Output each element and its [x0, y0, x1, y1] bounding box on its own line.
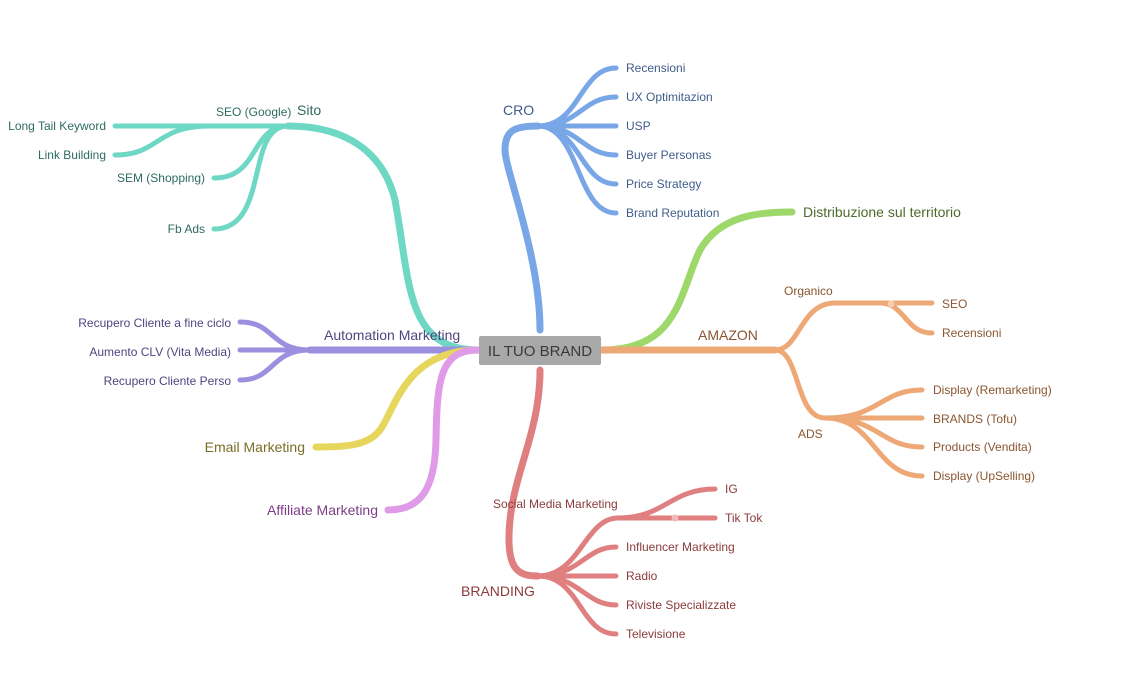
node-sem[interactable]: SEM (Shopping): [117, 171, 205, 185]
branch-email: [312, 346, 482, 451]
node-sito[interactable]: Sito: [297, 102, 321, 118]
node-branding[interactable]: BRANDING: [461, 583, 535, 599]
node-cro-ux[interactable]: UX Optimitazion: [626, 90, 713, 104]
edge-recupero-fine: [237, 319, 313, 353]
node-cro-price[interactable]: Price Strategy: [626, 177, 701, 191]
edge-distribuzione: [598, 208, 796, 354]
node-distribuzione[interactable]: Distribuzione sul territorio: [803, 204, 961, 220]
edge-ads-display-rem: [822, 387, 925, 421]
edge-ads-display-up: [822, 415, 925, 479]
node-televisione[interactable]: Televisione: [626, 627, 686, 641]
node-cro-reputation[interactable]: Brand Reputation: [626, 206, 719, 220]
node-aumento-clv[interactable]: Aumento CLV (Vita Media): [89, 345, 231, 359]
edge-cro-reputation: [535, 123, 619, 216]
node-recupero-fine[interactable]: Recupero Cliente a fine ciclo: [78, 316, 231, 330]
node-cro-usp[interactable]: USP: [626, 119, 651, 133]
node-cro-recensioni[interactable]: Recensioni: [626, 61, 685, 75]
node-organico[interactable]: Organico: [784, 284, 833, 298]
edge-organico-recensioni: [877, 300, 935, 336]
node-organico-seo[interactable]: SEO: [942, 297, 967, 311]
node-email[interactable]: Email Marketing: [205, 439, 305, 455]
node-ads-display-up[interactable]: Display (UpSelling): [933, 469, 1035, 483]
edge-organico: [772, 300, 838, 353]
edge-ads: [772, 347, 828, 421]
collapse-dot-organico[interactable]: [887, 300, 895, 308]
edge-branding-main: [505, 366, 544, 580]
node-fb-ads[interactable]: Fb Ads: [168, 222, 205, 236]
edge-cro-main: [501, 122, 544, 334]
node-influencer[interactable]: Influencer Marketing: [626, 540, 735, 554]
edge-sem: [211, 123, 291, 181]
edge-email: [312, 346, 482, 451]
edge-recupero-perso: [237, 347, 313, 383]
node-social-tiktok[interactable]: Tik Tok: [725, 511, 763, 525]
edge-televisione: [535, 573, 619, 637]
node-ads-brands[interactable]: BRANDS (Tofu): [933, 412, 1017, 426]
branch-distribuzione: [598, 208, 796, 354]
node-link-building[interactable]: Link Building: [38, 148, 106, 162]
branch-amazon: [598, 300, 935, 479]
node-seo-google[interactable]: SEO (Google): [216, 105, 291, 119]
edge-sito-main: [284, 122, 482, 354]
node-ads-display-rem[interactable]: Display (Remarketing): [933, 383, 1052, 397]
branch-sito: [112, 122, 482, 354]
edge-link-building: [112, 123, 213, 158]
node-affiliate[interactable]: Affiliate Marketing: [267, 502, 378, 518]
node-ads[interactable]: ADS: [798, 427, 823, 441]
collapse-dot-social[interactable]: [671, 514, 679, 522]
node-social-ig[interactable]: IG: [725, 482, 738, 496]
node-radio[interactable]: Radio: [626, 569, 658, 583]
node-riviste[interactable]: Riviste Specializzate: [626, 598, 736, 612]
edge-affiliate: [384, 346, 482, 514]
node-cro[interactable]: CRO: [503, 102, 534, 118]
branch-branding: [505, 366, 718, 637]
center-node[interactable]: IL TUO BRAND: [479, 336, 601, 365]
center-node-label: IL TUO BRAND: [488, 343, 592, 360]
node-social[interactable]: Social Media Marketing: [493, 497, 618, 511]
node-automation[interactable]: Automation Marketing: [324, 327, 460, 343]
node-amazon[interactable]: AMAZON: [698, 327, 758, 343]
node-recupero-perso[interactable]: Recupero Cliente Perso: [104, 374, 232, 388]
node-long-tail[interactable]: Long Tail Keyword: [8, 119, 106, 133]
edge-fb: [211, 123, 291, 232]
branch-affiliate: [384, 346, 482, 514]
branch-cro: [501, 65, 619, 334]
node-organico-recensioni[interactable]: Recensioni: [942, 326, 1001, 340]
edge-social-ig: [615, 486, 718, 521]
node-ads-products[interactable]: Products (Vendita): [933, 440, 1032, 454]
node-cro-buyer[interactable]: Buyer Personas: [626, 148, 711, 162]
